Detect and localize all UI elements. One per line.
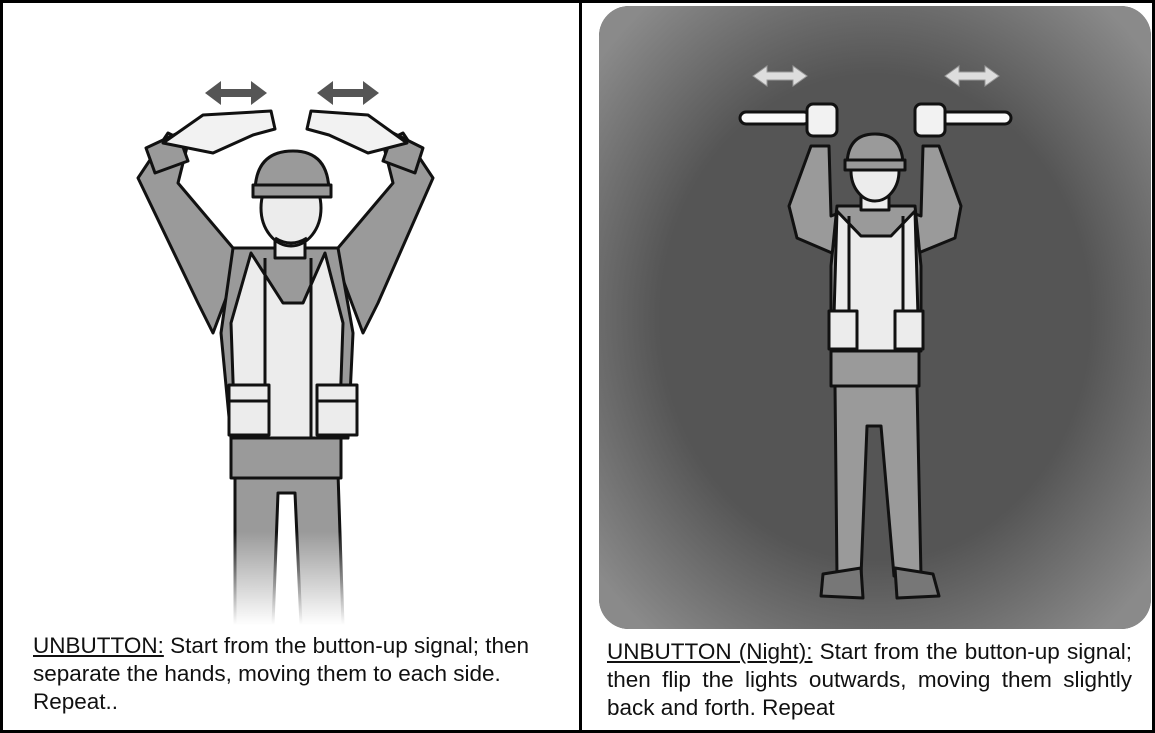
signal-term: UNBUTTON (Night): — [607, 639, 812, 664]
signal-term: UNBUTTON: — [33, 633, 164, 658]
illustration-day — [3, 3, 563, 625]
panel-unbutton-day: UNBUTTON: Start from the button-up signa… — [3, 0, 579, 733]
signaller-day-hands-icon — [3, 3, 563, 625]
caption-unbutton-day: UNBUTTON: Start from the button-up signa… — [33, 632, 563, 716]
illustration-night — [599, 6, 1151, 629]
caption-unbutton-night: UNBUTTON (Night): Start from the button-… — [607, 638, 1132, 722]
panel-unbutton-night: UNBUTTON (Night): Start from the button-… — [582, 0, 1152, 733]
signaller-night-lights-icon — [599, 6, 1151, 629]
